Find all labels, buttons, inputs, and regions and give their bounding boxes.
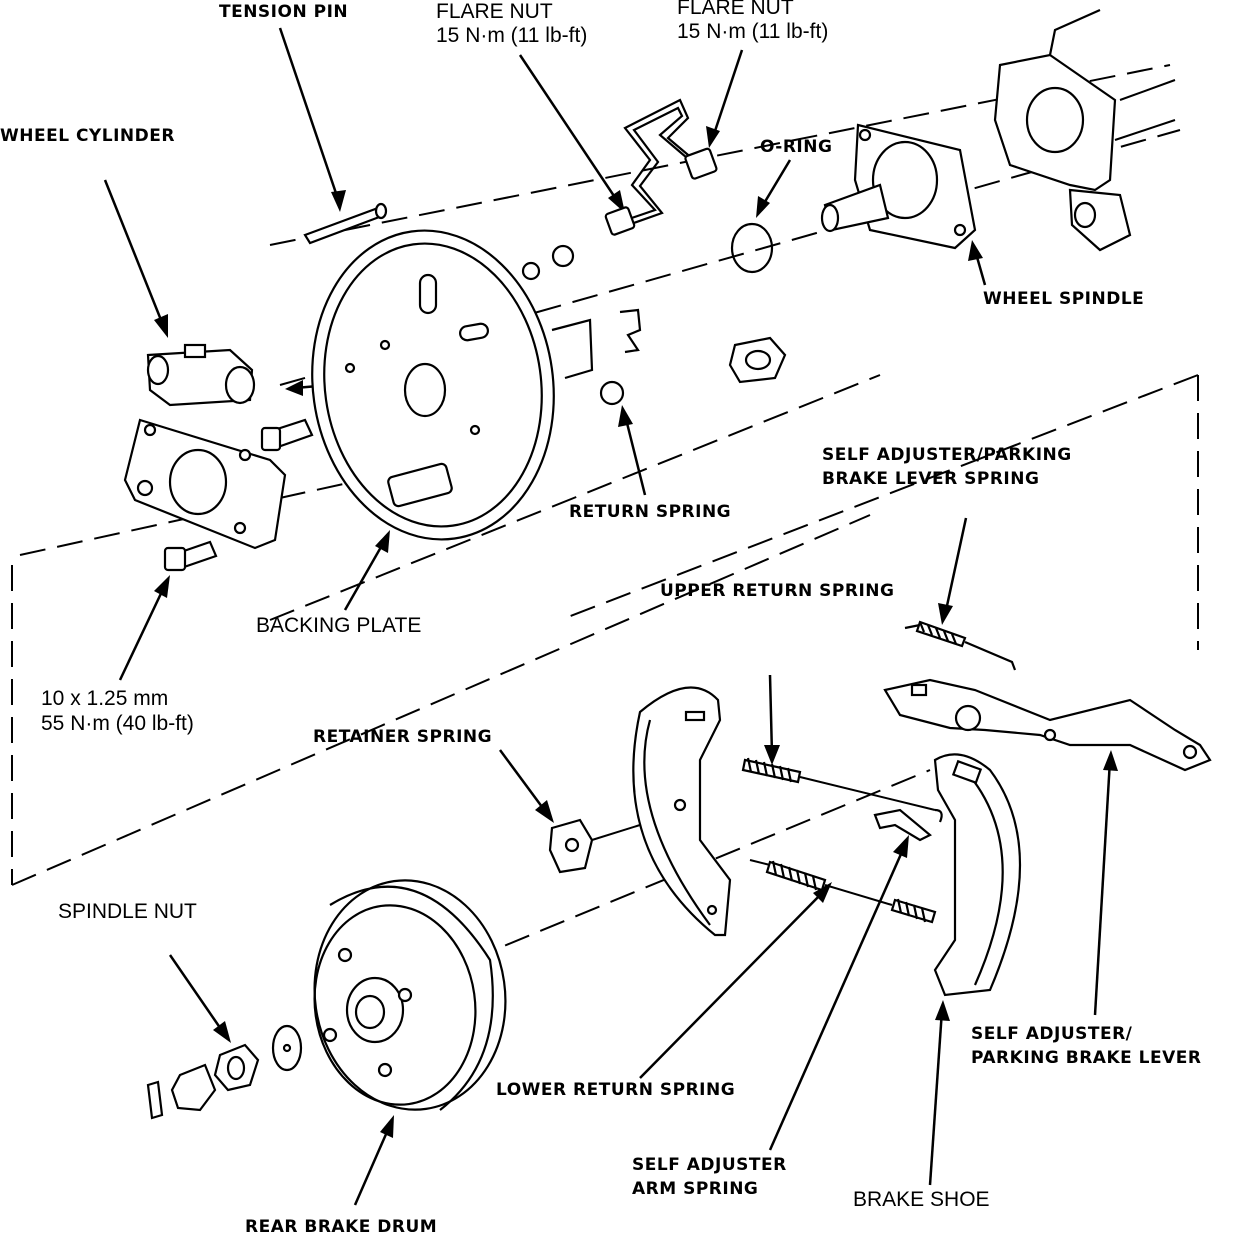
label-rear-brake-drum: REAR BRAKE DRUM xyxy=(245,1217,438,1237)
label-lower-return-spring: LOWER RETURN SPRING xyxy=(496,1080,736,1100)
label-brake-shoe: BRAKE SHOE xyxy=(853,1188,990,1211)
tension-pin-part xyxy=(303,202,388,245)
small-nuts xyxy=(521,244,642,406)
spindle-hardware-part xyxy=(146,1024,303,1120)
backing-plate-part xyxy=(311,229,594,541)
label-spindle-nut: SPINDLE NUT xyxy=(58,900,197,923)
leader-arrows xyxy=(103,27,1118,1206)
label-return-spring: RETURN SPRING xyxy=(569,502,732,522)
retainer-spring-part xyxy=(548,818,641,874)
adjuster-arm-part xyxy=(873,808,932,842)
brake-shoe-right-part xyxy=(933,753,1022,997)
label-wheel-spindle: WHEEL SPINDLE xyxy=(983,289,1145,309)
parking-lever-part xyxy=(883,678,1212,772)
label-upper-return-spring: UPPER RETURN SPRING xyxy=(660,581,895,601)
label-self-adjuster-lever-spring: SELF ADJUSTER/PARKING BRAKE LEVER SPRING xyxy=(822,445,1072,489)
label-tension-pin: TENSION PIN xyxy=(219,2,349,22)
label-bolt-spec: 10 x 1.25 mm 55 N·m (40 lb-ft) xyxy=(41,687,194,735)
label-backing-plate: BACKING PLATE xyxy=(256,614,422,637)
bracket-part xyxy=(123,418,287,550)
brake-drum-part xyxy=(313,879,507,1111)
knuckle-part xyxy=(993,8,1176,252)
label-o-ring: O-RING xyxy=(760,137,833,157)
o-ring-part xyxy=(730,222,774,274)
label-self-adjuster-arm-spring: SELF ADJUSTER ARM SPRING xyxy=(632,1155,787,1199)
lever-spring-part xyxy=(904,620,1017,671)
label-retainer-spring: RETAINER SPRING xyxy=(313,727,493,747)
wheel-spindle-part xyxy=(820,123,977,250)
label-flare-nut-2: FLARE NUT 15 N·m (11 lb-ft) xyxy=(677,0,829,44)
brake-line-part xyxy=(604,98,718,236)
grommet-part xyxy=(728,336,787,384)
label-self-adjuster-lever: SELF ADJUSTER/ PARKING BRAKE LEVER xyxy=(971,1024,1202,1068)
return-springs-part xyxy=(741,757,943,924)
bolts xyxy=(163,418,314,572)
label-wheel-cylinder: WHEEL CYLINDER xyxy=(0,126,175,146)
brake-shoe-left-part xyxy=(632,686,732,937)
label-flare-nut-1: FLARE NUT 15 N·m (11 lb-ft) xyxy=(436,0,588,48)
wheel-cylinder-part xyxy=(146,343,256,407)
